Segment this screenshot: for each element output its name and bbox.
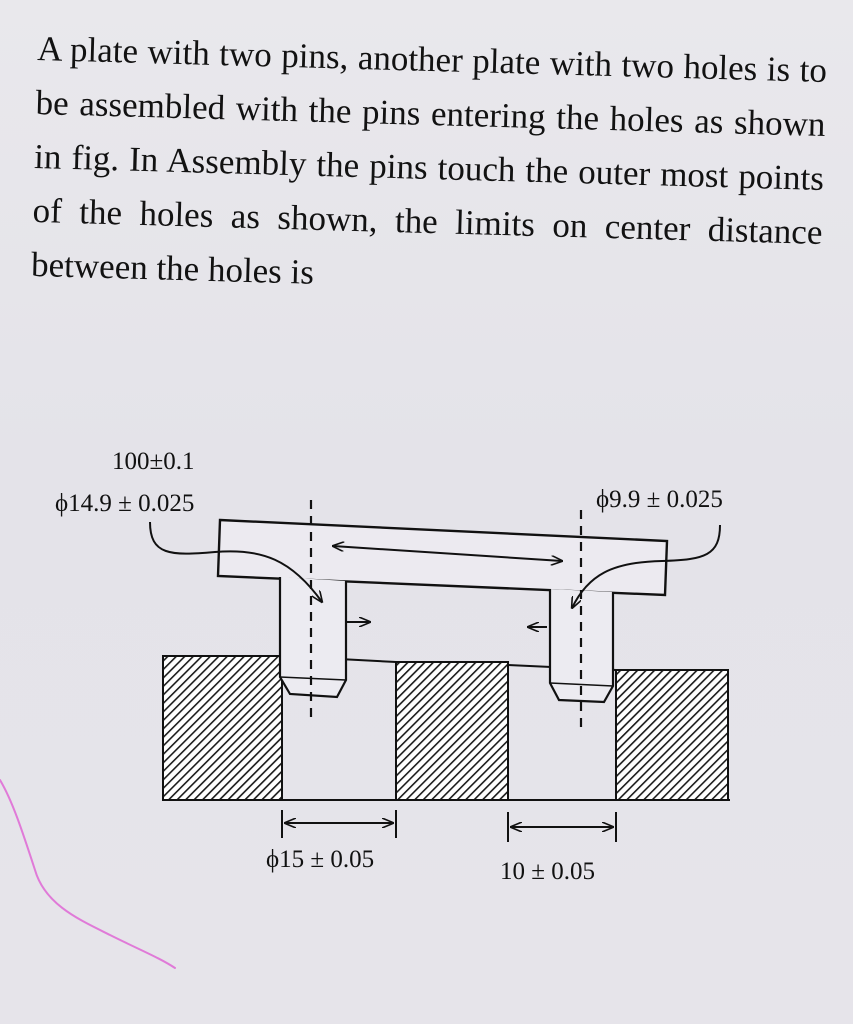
large-pin bbox=[278, 577, 348, 699]
small-pin-leader bbox=[572, 524, 721, 608]
large-hole-dimension bbox=[281, 810, 397, 838]
small-hole-diameter-label: 10 ± 0.05 bbox=[500, 858, 595, 885]
small-pin-diameter-label: ϕ9.9 ± 0.025 bbox=[596, 486, 723, 513]
small-hole-dimension bbox=[507, 812, 617, 842]
large-hole-diameter-label: ϕ15 ± 0.05 bbox=[266, 846, 375, 873]
center-distance-label: 100±0.1 bbox=[112, 448, 195, 475]
right-plate-section bbox=[615, 669, 729, 801]
middle-plate-section bbox=[395, 661, 509, 801]
bottom-plate bbox=[162, 655, 730, 801]
center-distance-arrow bbox=[333, 546, 562, 561]
large-pin-diameter-label: ϕ14.9 ± 0.025 bbox=[55, 490, 195, 517]
large-pin-leader bbox=[149, 521, 322, 602]
